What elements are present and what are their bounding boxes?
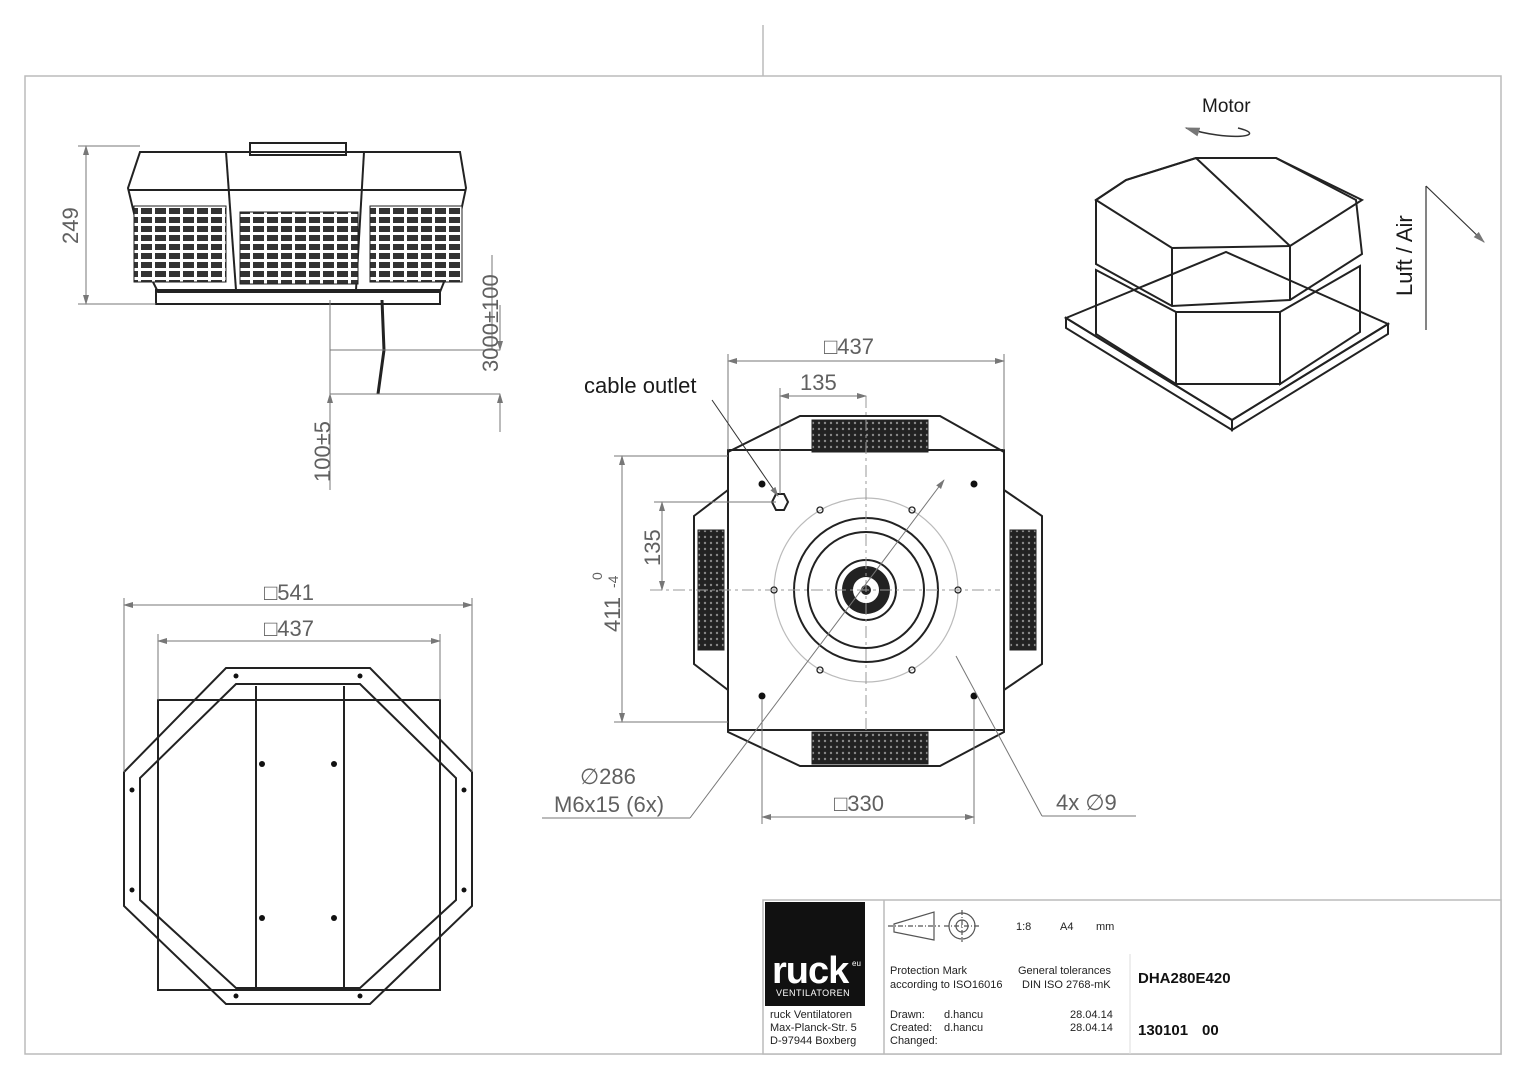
drawn-by: d.hancu: [944, 1009, 983, 1021]
logo-word: ruck: [772, 950, 850, 992]
logo-sup: eu: [852, 959, 861, 968]
projection-symbol-icon: [888, 910, 980, 942]
tolerance-line2: DIN ISO 2768-mK: [1022, 979, 1111, 991]
paper-size: A4: [1060, 921, 1073, 933]
changed-label: Changed:: [890, 1035, 938, 1047]
logo-sub: VENTILATOREN: [776, 988, 850, 998]
drawn-label: Drawn:: [890, 1009, 925, 1021]
drawn-date: 28.04.14: [1070, 1009, 1113, 1021]
company-name: ruck Ventilatoren: [770, 1009, 852, 1021]
motor-label: Motor: [1202, 96, 1251, 117]
scale-value: 1:8: [1016, 921, 1031, 933]
thread-label: M6x15 (6x): [554, 792, 664, 817]
iso-view: Motor Luft / Air: [1063, 96, 1485, 432]
created-date: 28.04.14: [1070, 1022, 1113, 1034]
base-spacing-dim: 135: [800, 370, 837, 395]
holes-label: 4x ∅9: [1056, 790, 1117, 815]
cable-strip-dim: 100±5: [310, 421, 335, 482]
side-view: 249 3000±100 100±5: [58, 142, 503, 490]
side-height-dim: 249: [58, 207, 83, 244]
cable-outlet-label: cable outlet: [584, 373, 697, 398]
title-block: ruck eu VENTILATOREN ruck Ventilatoren M…: [762, 899, 1502, 1055]
base-top-dim: □437: [824, 334, 874, 359]
air-label: Luft / Air: [1392, 215, 1417, 296]
ruck-logo: [765, 902, 865, 1006]
product-code: DHA280E420: [1138, 970, 1231, 987]
top-inner-dim: □437: [264, 616, 314, 641]
base-height-tol-upper: 0: [589, 572, 605, 580]
bolt-circle-dim: ∅286: [580, 764, 636, 789]
base-height-tol-lower: -4: [605, 575, 621, 588]
created-label: Created:: [890, 1022, 932, 1034]
base-bottom-dim: □330: [834, 791, 884, 816]
drawing-number: 130101: [1138, 1022, 1188, 1039]
company-street: Max-Planck-Str. 5: [770, 1022, 857, 1034]
created-by: d.hancu: [944, 1022, 983, 1034]
tolerance-line1: General tolerances: [1018, 965, 1111, 977]
top-view: □541 □437: [123, 580, 473, 1005]
drawing-revision: 00: [1202, 1022, 1219, 1039]
unit-value: mm: [1096, 921, 1114, 933]
base-view: □437 135 411 0 -4 135 cable outlet ∅286 …: [542, 334, 1136, 824]
protection-line2: according to ISO16016: [890, 979, 1003, 991]
company-city: D-97944 Boxberg: [770, 1035, 856, 1047]
base-side-spacing-dim: 135: [640, 529, 665, 566]
top-outer-dim: □541: [264, 580, 314, 605]
cable-length-dim: 3000±100: [478, 274, 503, 372]
base-height-dim: 411: [600, 597, 625, 632]
protection-line1: Protection Mark: [890, 965, 968, 977]
